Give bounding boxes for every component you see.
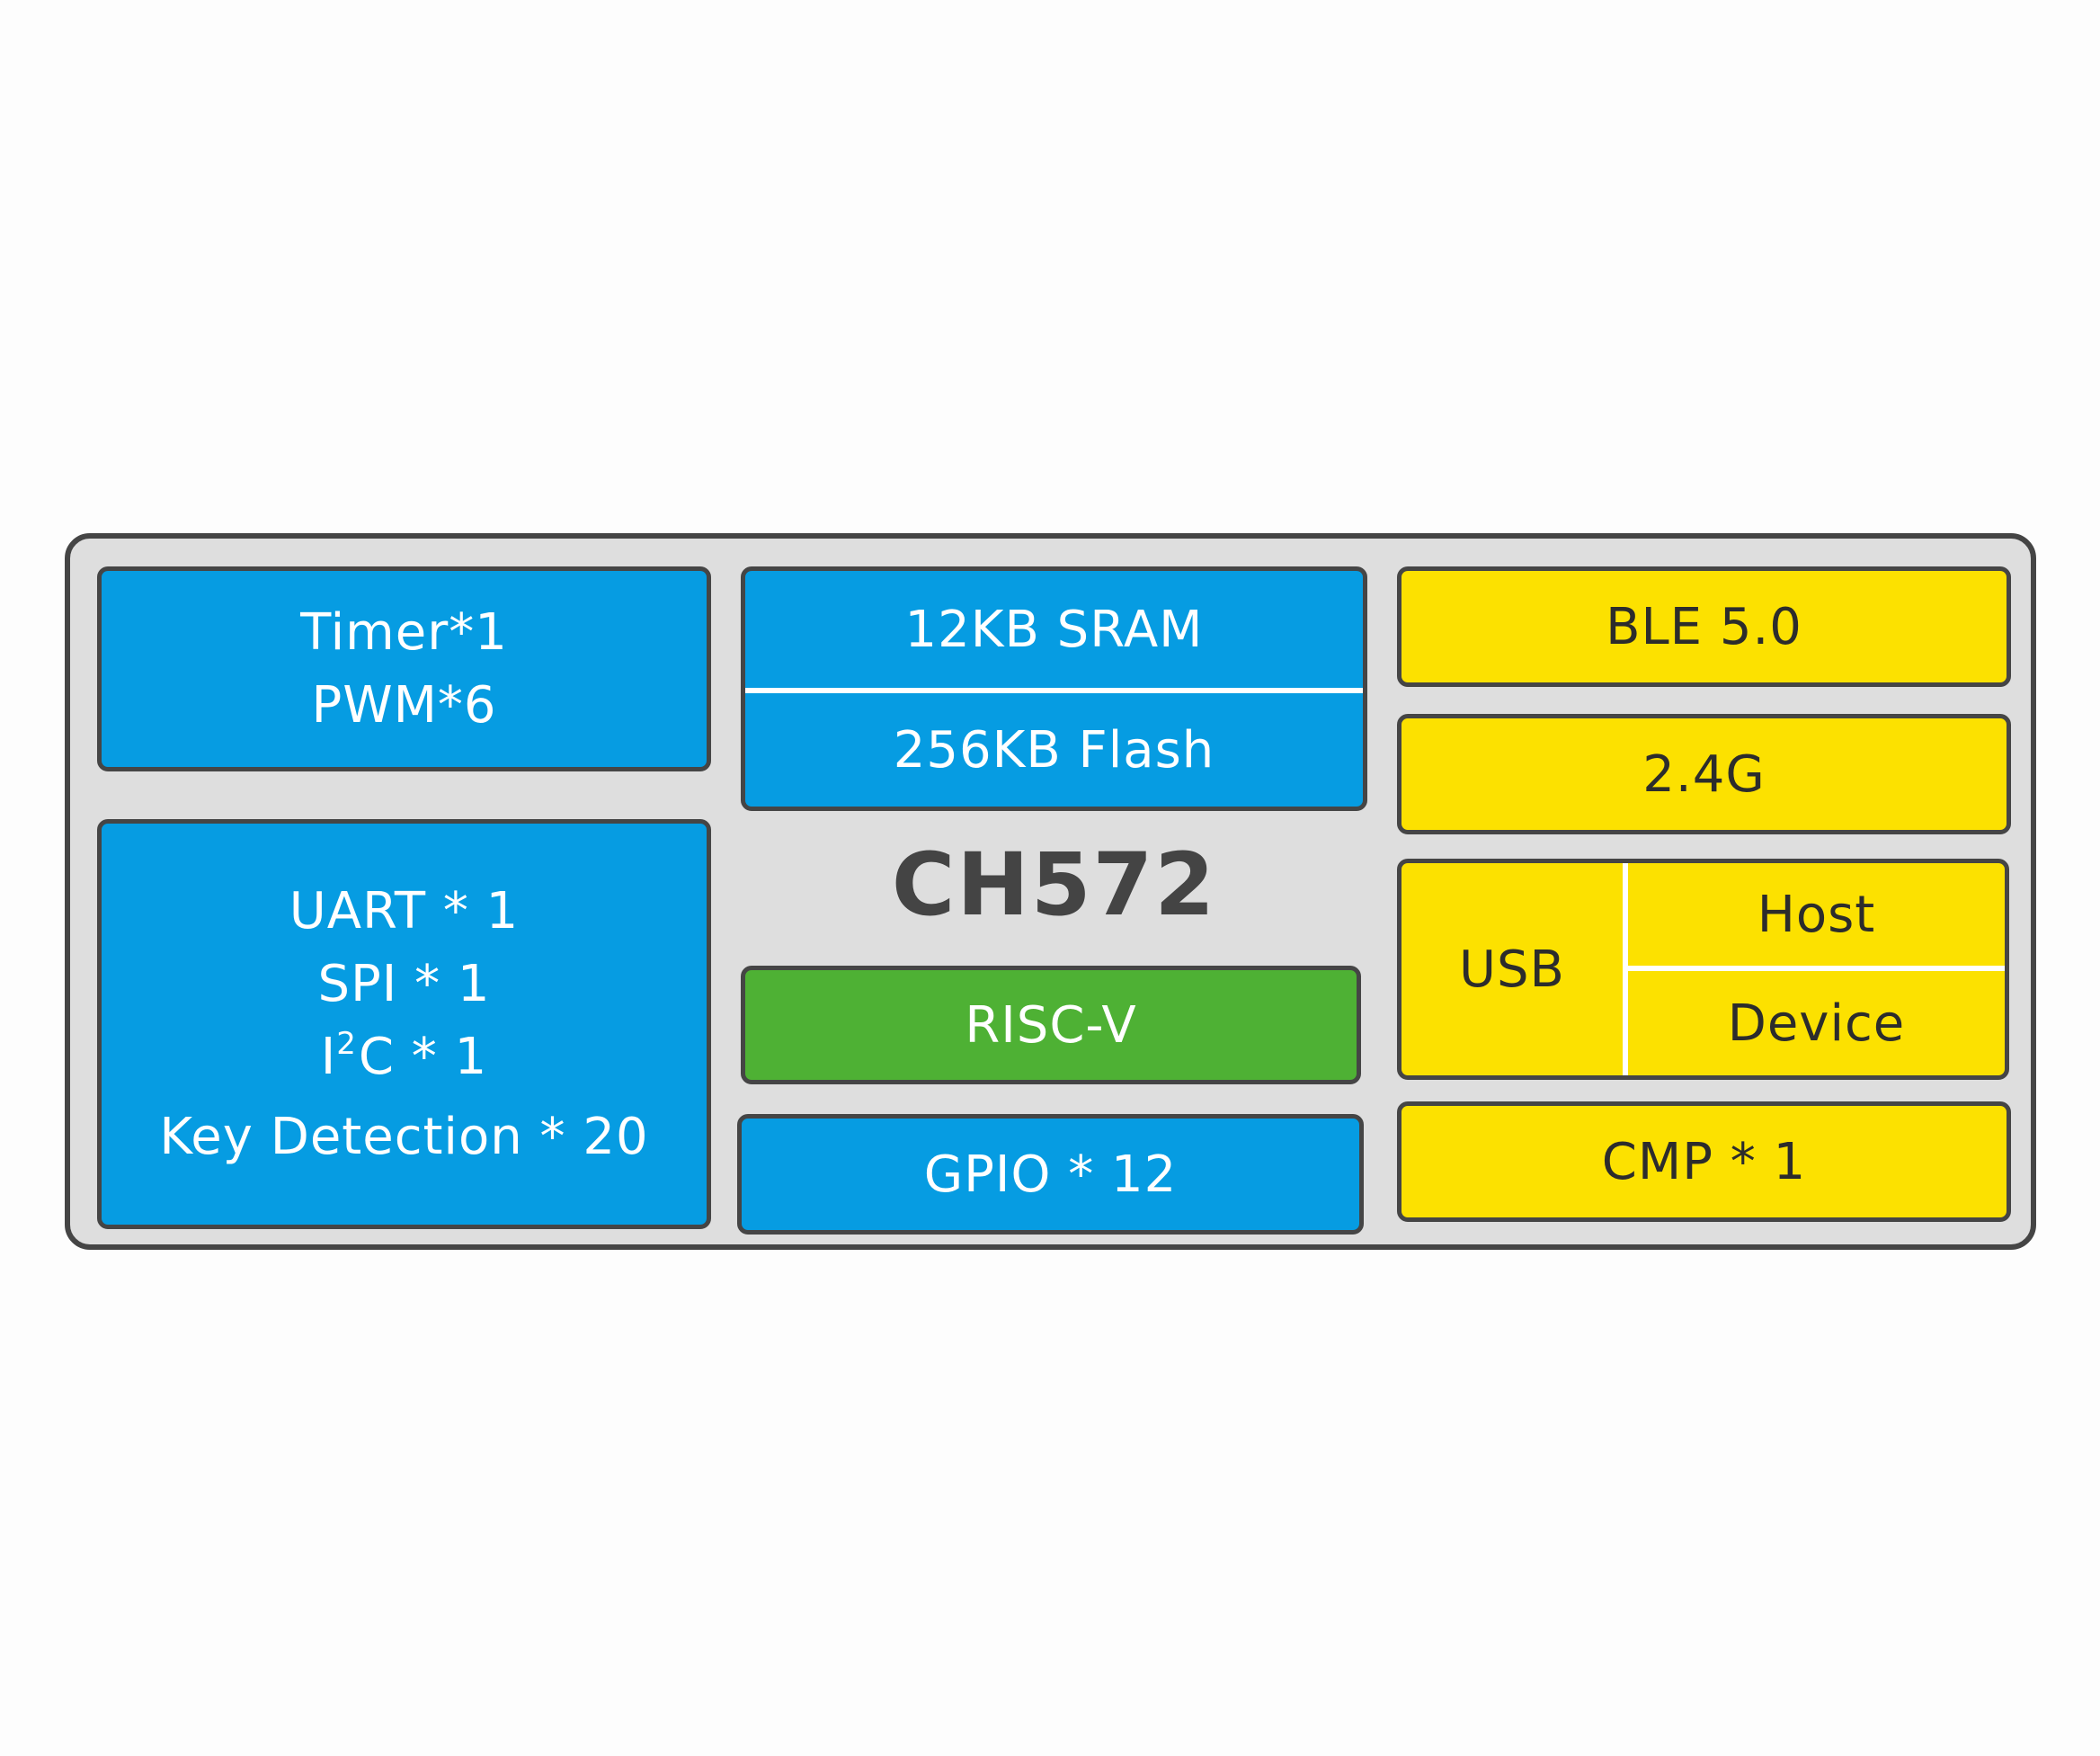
sram-cell: 12KB SRAM [745,571,1363,688]
cmp-label: CMP * 1 [1601,1132,1807,1191]
flash-cell: 256KB Flash [745,693,1363,807]
gpio-block: GPIO * 12 [737,1114,1364,1235]
usb-host-label: Host [1757,885,1876,944]
i2c-label: I2C * 1 [320,1026,488,1086]
sram-label: 12KB SRAM [904,600,1204,659]
timer-pwm-block: Timer*1 PWM*6 [97,566,711,771]
spi-label: SPI * 1 [317,955,491,1013]
core-label: RISC-V [965,995,1137,1055]
chip-outline: Timer*1 PWM*6 UART * 1 SPI * 1 I2C * 1 K… [65,533,2036,1250]
chip-name: CH572 [891,834,1217,935]
uart-label: UART * 1 [289,882,520,940]
memory-divider [745,688,1363,693]
usb-horizontal-divider [1628,966,2005,971]
timer-label: Timer*1 [300,603,508,662]
usb-block: USB Host Device [1397,859,2009,1080]
peripherals-block: UART * 1 SPI * 1 I2C * 1 Key Detection *… [97,819,711,1229]
usb-device-label: Device [1727,994,1906,1053]
usb-host-cell: Host [1628,863,2005,966]
risc-v-core-block: RISC-V [741,966,1361,1084]
usb-device-cell: Device [1628,971,2005,1075]
flash-label: 256KB Flash [893,720,1215,780]
cmp-block: CMP * 1 [1397,1101,2011,1222]
pwm-label: PWM*6 [311,676,497,735]
gpio-label: GPIO * 12 [923,1145,1178,1204]
ble-label: BLE 5.0 [1606,597,1802,656]
ble-block: BLE 5.0 [1397,566,2011,687]
i2c-superscript: 2 [336,1026,357,1062]
rf-label: 2.4G [1642,744,1766,804]
usb-vertical-divider [1623,863,1628,1075]
memory-block: 12KB SRAM 256KB Flash [741,566,1367,811]
rf-block: 2.4G [1397,714,2011,834]
usb-label: USB [1459,940,1565,999]
usb-cell: USB [1401,863,1623,1075]
key-detection-label: Key Detection * 20 [159,1108,649,1166]
